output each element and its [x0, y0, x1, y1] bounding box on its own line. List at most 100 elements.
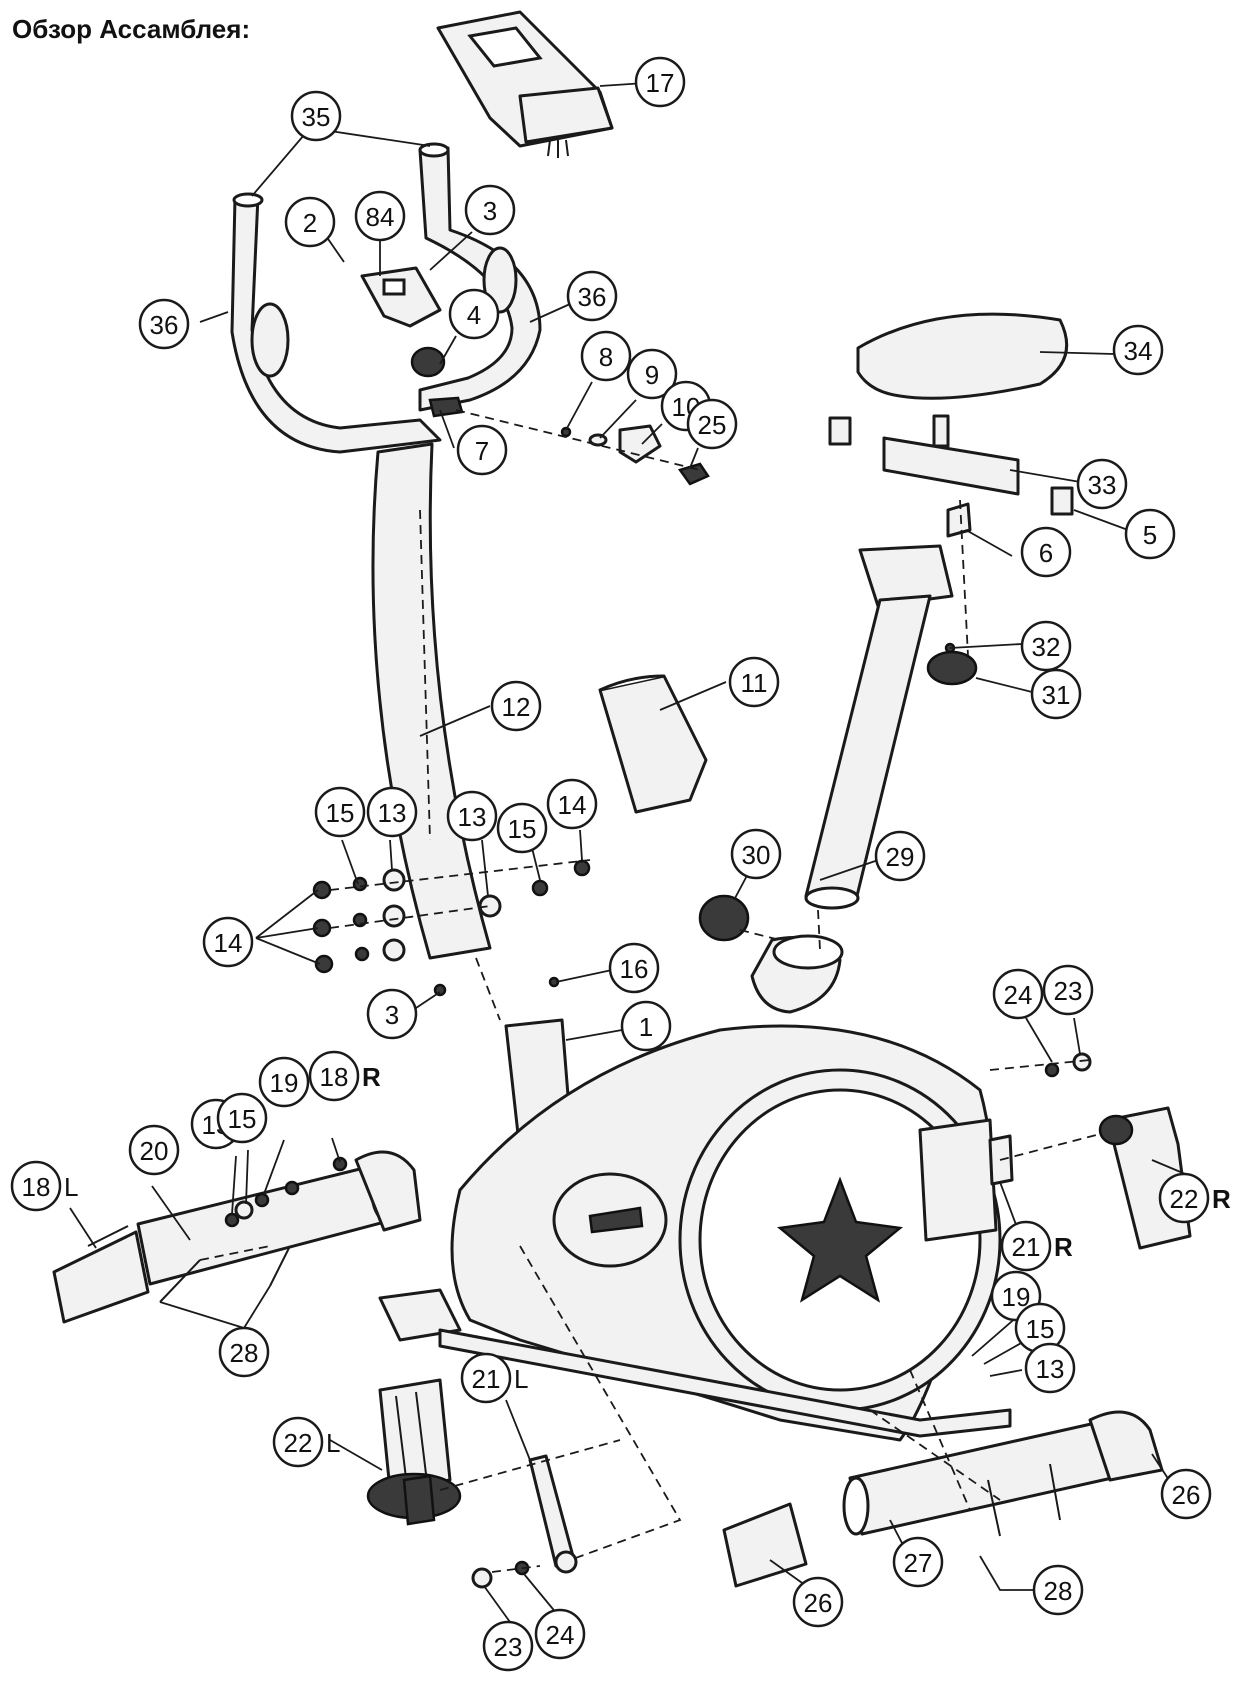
callout-side-suffix: R — [1212, 1184, 1231, 1214]
callout-number: 13 — [378, 798, 407, 828]
callout-15: 15 — [496, 802, 548, 854]
callout-circle — [354, 190, 406, 242]
crank-left-part — [528, 1454, 578, 1574]
callout-11: 11 — [728, 656, 780, 708]
callout-circle — [728, 656, 780, 708]
callout-circle — [1158, 1172, 1210, 1224]
callout-number: 23 — [1054, 976, 1083, 1006]
callout-circle — [534, 1608, 586, 1660]
callout-circle — [1124, 508, 1176, 560]
callout-34: 34 — [1112, 324, 1164, 376]
callout-30: 30 — [730, 828, 782, 880]
leader-lines — [69, 81, 1191, 1623]
callout-number: 19 — [270, 1068, 299, 1098]
callout-circle — [216, 1092, 268, 1144]
callout-25: 25 — [686, 398, 738, 450]
callout-circle — [308, 1050, 360, 1102]
callout-circle — [634, 56, 686, 108]
callout-circle — [1112, 324, 1164, 376]
handlebar-part — [230, 142, 542, 454]
callout-side-suffix: L — [64, 1172, 78, 1202]
callout-number: 25 — [698, 410, 727, 440]
callout-15: 15 — [1014, 1302, 1066, 1354]
callout-number: 29 — [886, 842, 915, 872]
bracket-part — [360, 266, 464, 418]
callout-number: 9 — [645, 360, 659, 390]
callout-20: 20 — [128, 1124, 180, 1176]
callout-84: 84 — [354, 190, 406, 242]
callout-number: 7 — [475, 436, 489, 466]
callout-circle — [608, 942, 660, 994]
tension-knob-part — [698, 894, 750, 942]
callout-number: 8 — [599, 342, 613, 372]
callout-circle — [218, 1326, 270, 1378]
callout-circle — [490, 680, 542, 732]
seat-part — [856, 312, 1069, 400]
callout-number: 6 — [1039, 538, 1053, 568]
callout-number: 4 — [467, 300, 481, 330]
callout-17: 17 — [634, 56, 686, 108]
callout-circle — [460, 1352, 512, 1404]
callout-number: 23 — [494, 1632, 523, 1662]
callout-circle — [1020, 620, 1072, 672]
callout-24: 24 — [992, 968, 1044, 1020]
callout-number: 21 — [1012, 1232, 1041, 1262]
callout-15: 15 — [216, 1092, 268, 1144]
seat-slider-part — [828, 414, 1074, 538]
callout-8: 8 — [580, 330, 632, 382]
callout-circle — [686, 398, 738, 450]
callout-number: 22 — [284, 1428, 313, 1458]
callout-side-suffix: L — [514, 1364, 528, 1394]
callout-3: 3 — [464, 184, 516, 236]
callout-6: 6 — [1020, 526, 1072, 578]
callout-27: 27 — [892, 1536, 944, 1588]
callout-circle — [1030, 668, 1082, 720]
callout-circle — [892, 1536, 944, 1588]
callout-number: 12 — [502, 692, 531, 722]
callout-circle — [1042, 964, 1094, 1016]
callout-12: 12 — [490, 680, 542, 732]
callout-circle — [1000, 1220, 1052, 1272]
callout-3: 3 — [366, 988, 418, 1040]
callout-number: 13 — [458, 802, 487, 832]
callout-number: 15 — [508, 814, 537, 844]
callout-number: 14 — [558, 790, 587, 820]
callout-circle — [272, 1416, 324, 1468]
callout-26: 26 — [1160, 1468, 1212, 1520]
seat-post-part — [804, 544, 978, 910]
rear-stabilizer-part — [722, 1410, 1164, 1588]
callout-29: 29 — [874, 830, 926, 882]
callout-23: 23 — [1042, 964, 1094, 1016]
main-frame-part — [378, 934, 1012, 1442]
callout-circle — [446, 790, 498, 842]
callout-number: 20 — [140, 1136, 169, 1166]
callout-circle — [1032, 1564, 1084, 1616]
callout-1: 1 — [620, 1000, 672, 1052]
callout-23: 23 — [482, 1620, 534, 1672]
callout-number: 28 — [1044, 1576, 1073, 1606]
callout-circle — [626, 348, 678, 400]
callout-13: 13 — [446, 790, 498, 842]
callout-33: 33 — [1076, 458, 1128, 510]
callout-number: 36 — [150, 310, 179, 340]
callout-circle — [482, 1620, 534, 1672]
callout-28: 28 — [1032, 1564, 1084, 1616]
callout-circle — [992, 968, 1044, 1020]
callout-number: 31 — [1042, 680, 1071, 710]
callout-circle — [546, 778, 598, 830]
page-title: Обзор Ассамблея: — [12, 14, 251, 44]
callout-circle — [366, 786, 418, 838]
callout-circle — [366, 988, 418, 1040]
callout-number: 15 — [228, 1104, 257, 1134]
callout-35: 35 — [290, 90, 342, 142]
callout-5: 5 — [1124, 508, 1176, 560]
callout-number: 19 — [1002, 1282, 1031, 1312]
callout-36: 36 — [566, 270, 618, 322]
callout-number: 26 — [1172, 1480, 1201, 1510]
